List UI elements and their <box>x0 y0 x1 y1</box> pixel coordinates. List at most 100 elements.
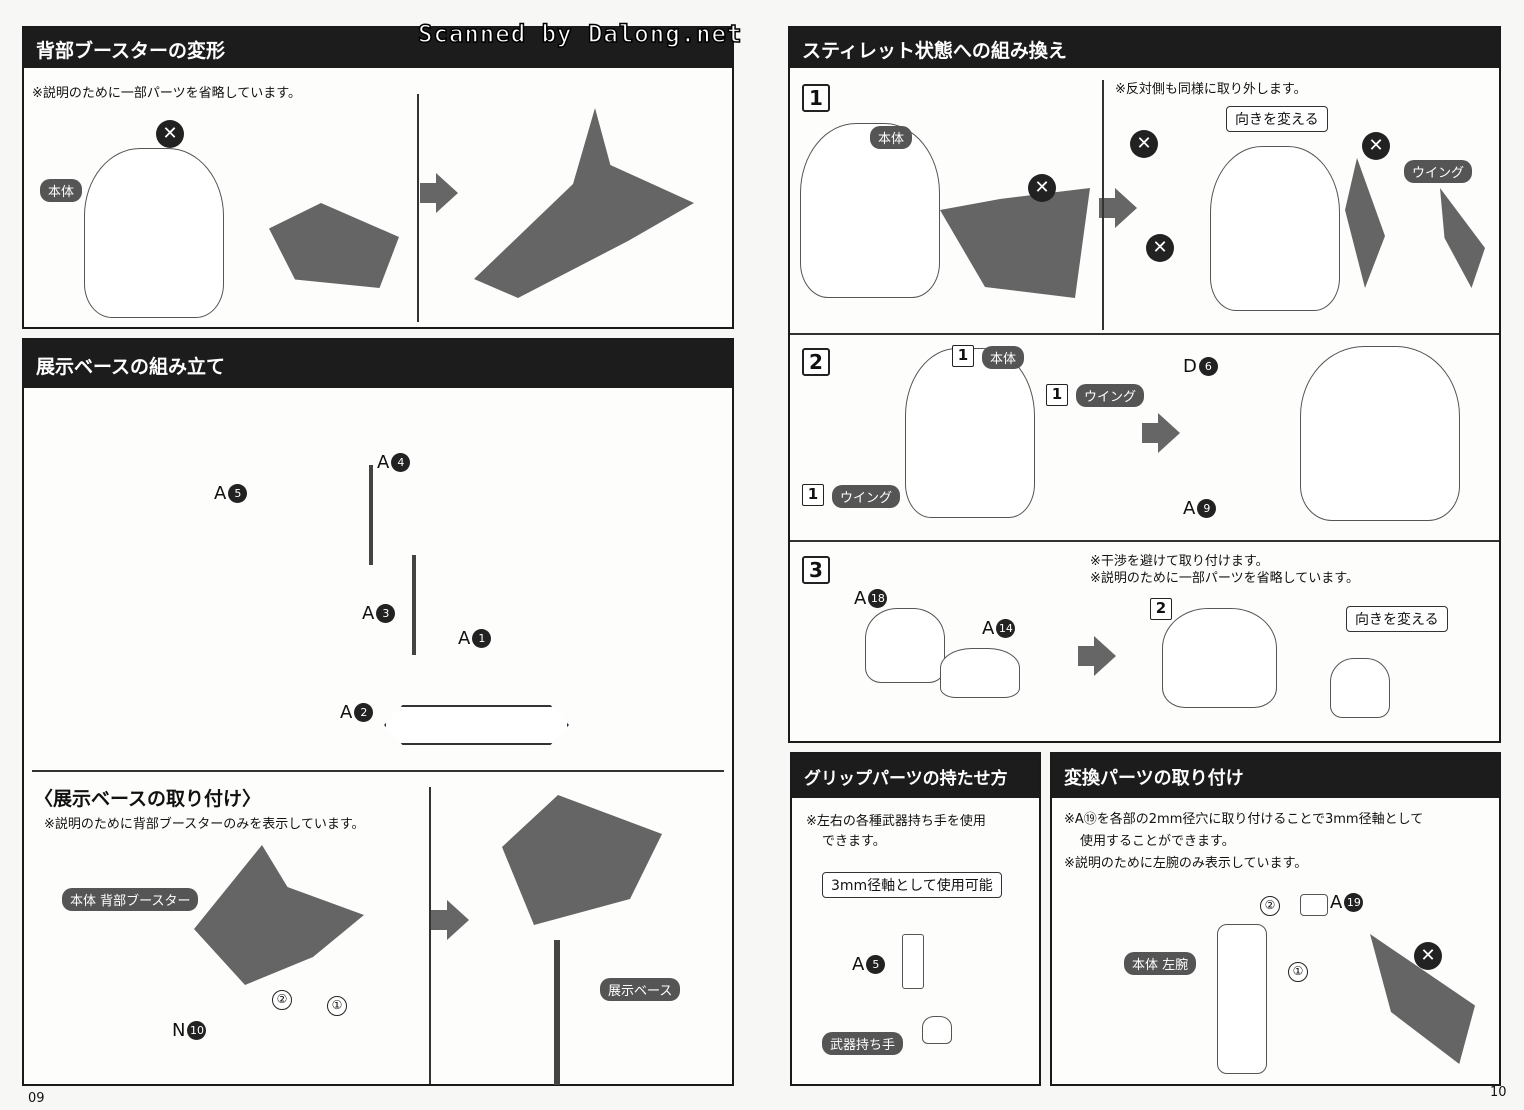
next-arrow-icon <box>1142 413 1180 453</box>
hand-illustration <box>922 1016 952 1044</box>
next-arrow-icon <box>1078 636 1116 676</box>
section-title: 展示ベースの組み立て <box>24 340 732 388</box>
part-letter: A <box>377 452 390 473</box>
grip-section: グリップパーツの持たせ方 ※左右の各種武器持ち手を使用 できます。 3mm径軸と… <box>790 752 1041 1086</box>
booster-illustration <box>194 845 364 985</box>
watermark: Scanned by Dalong.net <box>417 19 743 49</box>
step-ref: 1 <box>1046 384 1068 406</box>
step-ref: 1 <box>802 484 824 506</box>
part-number: 4 <box>391 453 411 472</box>
remove-icon: ✕ <box>1130 130 1158 158</box>
part-letter: A <box>362 603 375 624</box>
booster-part-illustration <box>865 608 945 683</box>
label-display-base: 展示ベース <box>600 978 681 1001</box>
conversion-section: 変換パーツの取り付け ※A⑲を各部の2mm径穴に取り付けることで3mm径軸として… <box>1050 752 1501 1086</box>
booster-part-illustration <box>1330 658 1390 718</box>
part-number: 2 <box>354 703 374 722</box>
next-arrow-icon <box>1099 188 1137 228</box>
page-number: 10 <box>1490 1085 1507 1100</box>
label-wing: ウイング <box>1404 160 1473 183</box>
note: 使用することができます。 <box>1080 834 1235 849</box>
part-number: 5 <box>866 955 886 974</box>
step-number: 3 <box>802 556 830 584</box>
part-number: 18 <box>868 589 888 608</box>
step-ref: 2 <box>1150 598 1172 620</box>
turn-callout: 向きを変える <box>1226 106 1328 132</box>
divider <box>429 787 431 1084</box>
order-1: ① <box>327 996 347 1016</box>
note: ※左右の各種武器持ち手を使用 <box>806 814 986 829</box>
label-wing: ウイング <box>832 485 901 508</box>
divider <box>1102 80 1104 330</box>
next-arrow-icon <box>431 900 469 940</box>
label-body-booster: 本体 背部ブースター <box>62 888 199 911</box>
note: ※説明のために左腕のみ表示しています。 <box>1064 856 1308 871</box>
part-letter: A <box>854 588 867 609</box>
base-arm-illustration <box>554 940 560 1085</box>
part-illustration <box>1300 894 1328 916</box>
part-number: 14 <box>996 619 1016 638</box>
callout: 3mm径軸として使用可能 <box>822 872 1002 898</box>
figure-illustration <box>84 148 224 318</box>
label-body-left-arm: 本体 左腕 <box>1124 952 1197 975</box>
part-number: 5 <box>228 484 248 503</box>
part-letter: A <box>1183 498 1196 519</box>
note: ※A⑲を各部の2mm径穴に取り付けることで3mm径軸として <box>1064 812 1424 827</box>
stiletto-section: スティレット状態への組み換え 1 本体 ✕ ※反対側も同様に取り外します。 ✕ … <box>788 26 1501 743</box>
divider <box>790 333 1499 335</box>
remove-icon: ✕ <box>1028 174 1056 202</box>
figure-illustration <box>1210 146 1340 311</box>
order-2: ② <box>272 990 292 1010</box>
remove-icon: ✕ <box>156 120 184 148</box>
figure-illustration <box>1300 346 1460 521</box>
label-body: 本体 <box>982 346 1025 369</box>
note: ※干渉を避けて取り付けます。 <box>1090 554 1269 569</box>
step-number: 1 <box>802 84 830 112</box>
part-number: 10 <box>187 1021 207 1040</box>
label-body: 本体 <box>870 126 913 149</box>
section-title: グリップパーツの持たせ方 <box>792 754 1039 798</box>
figure-illustration <box>1162 608 1277 708</box>
arm-illustration <box>412 555 416 655</box>
part-letter: A <box>214 483 227 504</box>
part-letter: D <box>1183 356 1197 377</box>
part-number: 19 <box>1344 893 1364 912</box>
wing-illustration <box>1440 188 1485 288</box>
figure-illustration <box>905 348 1035 518</box>
subsection-title: 〈展示ベースの取り付け〉 <box>34 788 262 810</box>
note: ※説明のために一部パーツを省略しています。 <box>1090 571 1359 586</box>
remove-icon: ✕ <box>1414 942 1442 970</box>
order-2: ② <box>1260 896 1280 916</box>
booster-transform-section: 背部ブースターの変形 ※説明のために一部パーツを省略しています。 ✕ 本体 <box>22 26 734 329</box>
attached-illustration <box>502 795 662 925</box>
divider <box>417 94 419 322</box>
section-title: スティレット状態への組み換え <box>790 28 1499 68</box>
booster-part-illustration <box>940 648 1020 698</box>
remove-icon: ✕ <box>1362 132 1390 160</box>
note: ※説明のために背部ブースターのみを表示しています。 <box>44 817 365 832</box>
figure-illustration <box>800 123 940 298</box>
note: できます。 <box>822 834 886 849</box>
part-letter: A <box>1330 892 1343 913</box>
note: ※説明のために一部パーツを省略しています。 <box>32 86 301 101</box>
part-number: 6 <box>1198 357 1218 376</box>
part-letter: A <box>340 702 353 723</box>
next-arrow-icon <box>420 173 458 213</box>
part-illustration <box>902 934 924 989</box>
wing-illustration <box>1345 158 1385 288</box>
arm-illustration <box>369 465 373 565</box>
part-number: 9 <box>1197 499 1217 518</box>
part-number: 3 <box>376 604 396 623</box>
remove-icon: ✕ <box>1146 234 1174 262</box>
